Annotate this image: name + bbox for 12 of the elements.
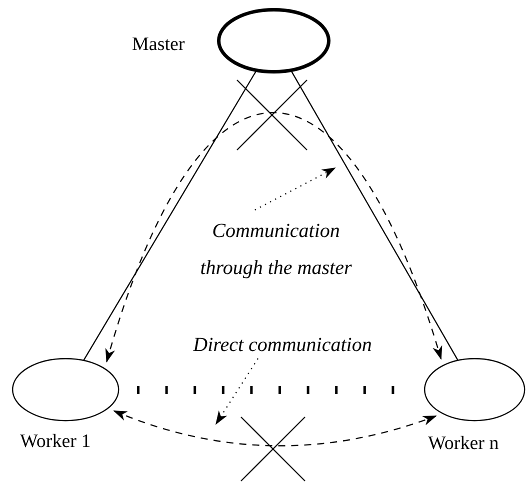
annotation-text: Communication through the master — [199, 219, 353, 281]
node-label: Worker n — [428, 433, 499, 456]
annotation-text: Direct communication — [192, 333, 373, 357]
dashed-arrow — [106, 112, 442, 363]
node-label: Worker 1 — [20, 431, 91, 454]
leader-line — [215, 358, 258, 425]
node-label: Master — [132, 34, 185, 57]
tick-line — [137, 386, 395, 394]
connector-line — [290, 70, 459, 362]
leader-line — [254, 167, 336, 210]
connector-line — [82, 70, 257, 362]
dashed-arrow — [113, 410, 437, 446]
